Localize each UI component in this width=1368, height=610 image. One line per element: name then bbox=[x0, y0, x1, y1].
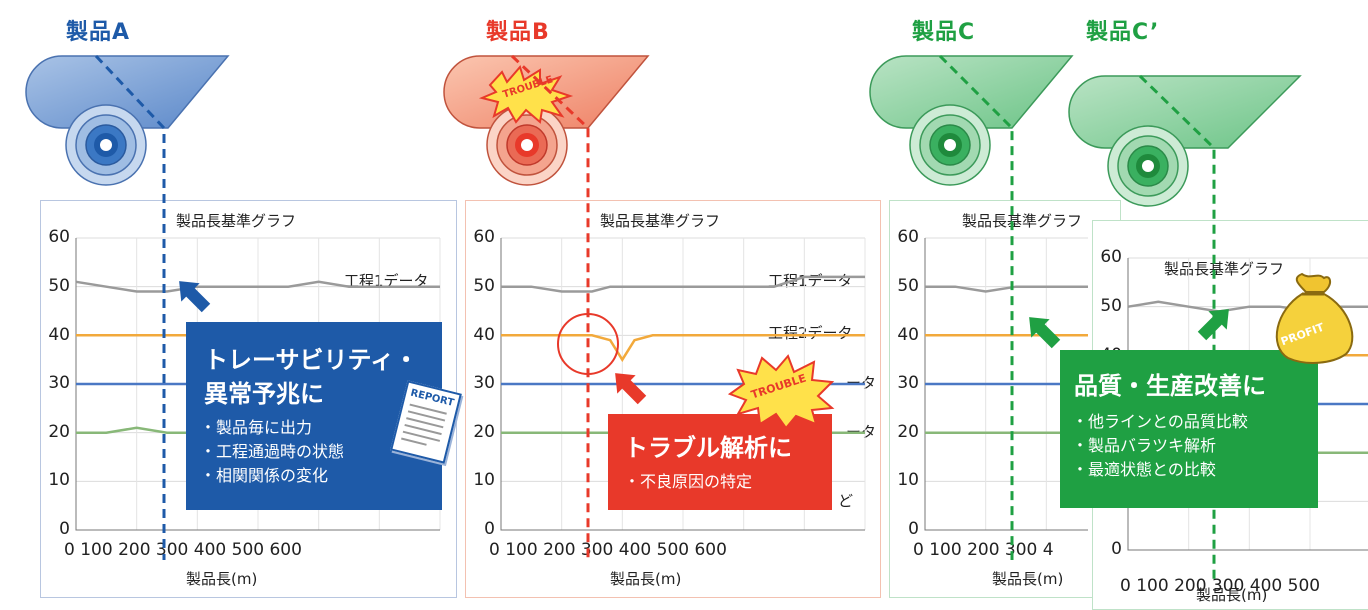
chart-b-ytick: 50 bbox=[473, 276, 495, 296]
chart-c-prime-xlabel: 製品長(m) bbox=[1196, 586, 1268, 604]
callout-a-item: ・製品毎に出力 bbox=[200, 418, 313, 437]
product-a-cut-line bbox=[94, 54, 166, 560]
chart-a-xticks: 0 100 200 300 400 500 600 bbox=[64, 540, 302, 560]
anomaly-circle bbox=[557, 313, 619, 375]
arrow-a-icon bbox=[179, 281, 211, 313]
chart-a-ytick: 0 bbox=[59, 519, 70, 539]
callout-c-item: ・他ラインとの品質比較 bbox=[1072, 412, 1248, 431]
roll-a bbox=[25, 55, 230, 186]
series-line-1 bbox=[75, 280, 440, 293]
callout-a: トレーサビリティ・ 異常予兆に ・製品毎に出力 ・工程通過時の状態 ・相関関係の… bbox=[186, 322, 442, 510]
callout-a-heading-1: トレーサビリティ・ bbox=[204, 346, 419, 374]
chart-c-prime-ytick: 50 bbox=[1100, 296, 1122, 316]
chart-c-prime-ytick: 0 bbox=[1111, 539, 1122, 559]
chart-b-ytick: 30 bbox=[473, 373, 495, 393]
chart-b-ytick: 40 bbox=[473, 325, 495, 345]
series-line-2 bbox=[501, 334, 865, 363]
arrow-c-icon bbox=[1029, 317, 1061, 349]
chart-c-ytick: 20 bbox=[897, 422, 919, 442]
chart-b-ytick: 10 bbox=[473, 470, 495, 490]
callout-c-item: ・製品バラツキ解析 bbox=[1072, 436, 1217, 455]
chart-c-ytick: 0 bbox=[908, 519, 919, 539]
chart-b-xticks: 0 100 200 300 400 500 600 bbox=[489, 540, 727, 560]
chart-a-title: 製品長基準グラフ bbox=[176, 212, 297, 230]
arrow-b-icon bbox=[615, 373, 647, 405]
chart-a-ytick: 20 bbox=[48, 422, 70, 442]
arrow-c-prime-icon bbox=[1197, 309, 1229, 341]
chart-b-title: 製品長基準グラフ bbox=[600, 212, 721, 230]
chart-b-ytick: 0 bbox=[484, 519, 495, 539]
series-line-1 bbox=[925, 285, 1088, 293]
chart-b-series-label-2: 工程2データ bbox=[768, 324, 853, 342]
callout-b-heading: トラブル解析に bbox=[624, 434, 792, 462]
chart-b-ytick: 20 bbox=[473, 422, 495, 442]
chart-c-prime-ytick: 60 bbox=[1100, 247, 1122, 267]
chart-b-ytick: 60 bbox=[473, 227, 495, 247]
roll-b bbox=[443, 55, 650, 186]
product-b-cut-line bbox=[510, 54, 590, 560]
callout-c-item: ・最適状態との比較 bbox=[1072, 460, 1216, 479]
callout-b: トラブル解析に ・不良原因の特定 bbox=[608, 414, 832, 510]
chart-b-series-label-more: ど bbox=[838, 492, 854, 510]
callout-a-item: ・工程通過時の状態 bbox=[200, 442, 345, 461]
chart-a-ytick: 40 bbox=[48, 325, 70, 345]
chart-c-ytick: 50 bbox=[897, 276, 919, 296]
product-c-prime-title: 製品C’ bbox=[1086, 20, 1160, 45]
chart-c-ytick: 60 bbox=[897, 227, 919, 247]
callout-b-item: ・不良原因の特定 bbox=[624, 472, 753, 491]
roll-c-prime bbox=[1068, 75, 1302, 207]
chart-c-ytick: 40 bbox=[897, 325, 919, 345]
chart-c-prime-xticks: 0 100 200 300 400 500 bbox=[1120, 576, 1321, 596]
chart-c-title: 製品長基準グラフ bbox=[962, 212, 1083, 230]
chart-c-prime-title: 製品長基準グラフ bbox=[1164, 260, 1285, 278]
product-c-title: 製品C bbox=[912, 20, 976, 45]
product-c-cut-line bbox=[938, 54, 1014, 560]
product-a-title: 製品A bbox=[66, 20, 131, 45]
callout-c: 品質・生産改善に ・他ラインとの品質比較 ・製品バラツキ解析 ・最適状態との比較 bbox=[1060, 350, 1318, 508]
chart-a-ytick: 30 bbox=[48, 373, 70, 393]
chart-c-xticks: 0 100 200 300 4 bbox=[913, 540, 1054, 560]
chart-a-ytick: 60 bbox=[48, 227, 70, 247]
chart-c-ytick: 10 bbox=[897, 470, 919, 490]
roll-c bbox=[869, 55, 1074, 186]
chart-a-ytick: 10 bbox=[48, 470, 70, 490]
callout-a-item: ・相関関係の変化 bbox=[200, 466, 329, 485]
product-b-title: 製品B bbox=[486, 20, 550, 45]
trouble-burst-icon bbox=[727, 354, 835, 428]
chart-a-xlabel: 製品長(m) bbox=[186, 570, 258, 588]
callout-a-heading-2: 異常予兆に bbox=[204, 380, 324, 408]
chart-c-ytick: 30 bbox=[897, 373, 919, 393]
chart-b-xlabel: 製品長(m) bbox=[610, 570, 682, 588]
chart-a-ytick: 50 bbox=[48, 276, 70, 296]
series-line-1 bbox=[501, 275, 865, 293]
chart-c-xlabel: 製品長(m) bbox=[992, 570, 1064, 588]
money-bag-icon bbox=[1275, 272, 1354, 364]
callout-c-heading: 品質・生産改善に bbox=[1074, 372, 1266, 400]
